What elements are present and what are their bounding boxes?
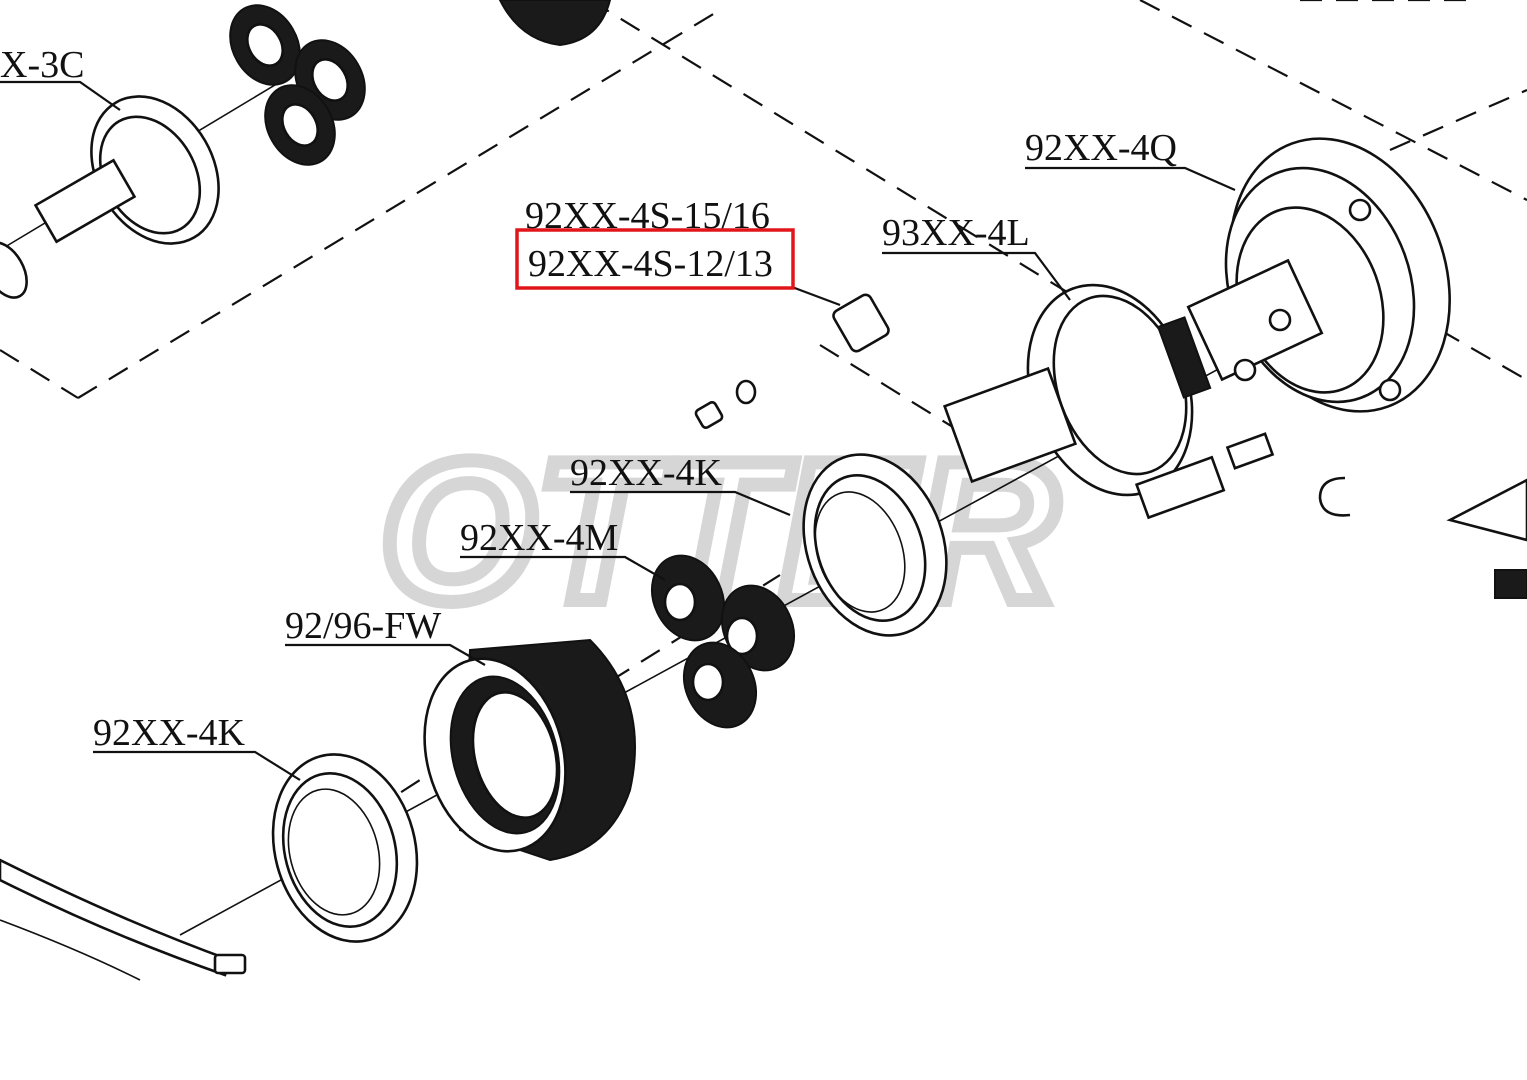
- shaft-fragment: [0, 858, 247, 981]
- label-92-96-fw: 92/96-FW: [285, 605, 441, 647]
- leader-lines: [0, 80, 1236, 781]
- bearing-4k-lower: [271, 753, 419, 943]
- label-92xx-4m: 92XX-4M: [460, 517, 618, 559]
- part-labels: X-3C 92XX-4Q 92XX-4S-15/16 92XX-4S-12/13…: [0, 44, 1177, 754]
- label-x-3c: X-3C: [0, 44, 84, 86]
- key-pin-4s: [694, 293, 1351, 517]
- label-93xx-4l: 93XX-4L: [882, 212, 1030, 254]
- gear-carrier-3c: [0, 0, 612, 299]
- flywheel-ring-fw: [423, 638, 636, 862]
- right-edge-parts: [1446, 478, 1527, 599]
- label-92xx-4s-12-13: 92XX-4S-12/13: [528, 243, 773, 285]
- ring-housing-4q: [1186, 137, 1451, 413]
- label-92xx-4k-lower: 92XX-4K: [93, 712, 246, 754]
- planet-gears-4m: [651, 554, 795, 729]
- highlight-box: [515, 228, 795, 290]
- label-92xx-4q: 92XX-4Q: [1025, 127, 1177, 169]
- clutch-ring-4l: [942, 283, 1275, 520]
- bearing-4k-upper: [802, 453, 948, 637]
- label-92xx-4k-upper: 92XX-4K: [570, 452, 723, 494]
